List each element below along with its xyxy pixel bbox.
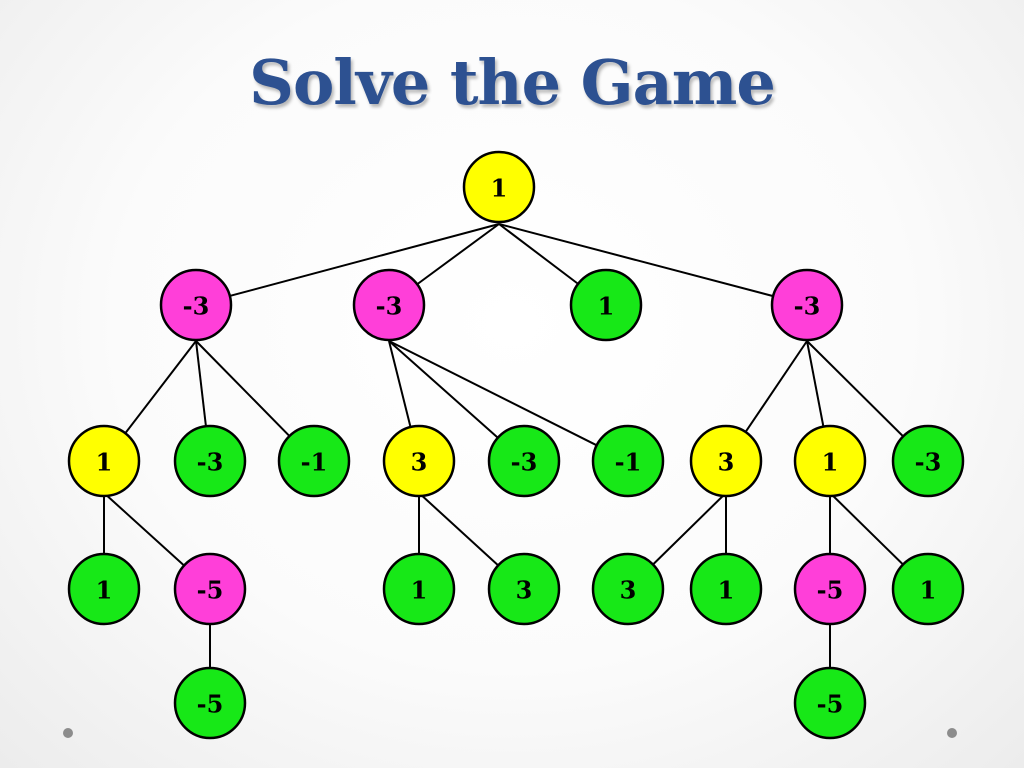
edge-d-d1: [744, 340, 808, 433]
tree-node-d2: 1: [793, 424, 867, 498]
node-value-label: 1: [96, 448, 113, 477]
slide-title: Solve the Game: [249, 46, 776, 119]
edge-b-b3: [388, 340, 598, 447]
node-circle: [689, 552, 763, 626]
node-circle: [173, 666, 247, 740]
node-value-label: 3: [516, 576, 533, 605]
node-circle: [891, 424, 965, 498]
tree-node-d2a1: -5: [793, 666, 867, 740]
node-value-label: -3: [794, 292, 821, 321]
node-value-label: 1: [411, 576, 428, 605]
node-value-label: 1: [491, 174, 508, 203]
node-circle: [487, 424, 561, 498]
node-value-label: 1: [822, 448, 839, 477]
node-circle: [382, 552, 456, 626]
node-value-label: -3: [197, 448, 224, 477]
node-value-label: 1: [96, 576, 113, 605]
node-circle: [487, 552, 561, 626]
edge-b-b2: [388, 340, 499, 439]
node-circle: [770, 268, 844, 342]
node-value-label: -1: [301, 448, 328, 477]
node-circle: [173, 424, 247, 498]
tree-edges: [103, 223, 904, 668]
node-value-label: -1: [615, 448, 642, 477]
edge-a-a2: [195, 340, 207, 427]
tree-node-c: 1: [569, 268, 643, 342]
tree-node-b1b: 3: [487, 552, 561, 626]
tree-node-a1b1: -5: [173, 666, 247, 740]
node-value-label: -3: [511, 448, 538, 477]
node-circle: [173, 552, 247, 626]
edge-root-c: [498, 223, 579, 285]
node-value-label: 3: [411, 448, 428, 477]
corner-dot-left: [63, 728, 73, 738]
node-value-label: 3: [718, 448, 735, 477]
tree-node-a3: -1: [277, 424, 351, 498]
tree-node-d1: 3: [689, 424, 763, 498]
tree-node-d2b: 1: [891, 552, 965, 626]
node-value-label: -5: [197, 576, 224, 605]
tree-node-a: -3: [159, 268, 233, 342]
tree-node-a2: -3: [173, 424, 247, 498]
node-circle: [793, 666, 867, 740]
edge-b-b1: [388, 340, 412, 428]
node-value-label: 1: [718, 576, 735, 605]
edge-d1-d1a: [652, 495, 724, 566]
node-circle: [891, 552, 965, 626]
corner-dot-right: [947, 728, 957, 738]
node-value-label: -5: [817, 576, 844, 605]
tree-node-d1b: 1: [689, 552, 763, 626]
node-value-label: 1: [598, 292, 615, 321]
node-circle: [462, 150, 536, 224]
node-value-label: -3: [915, 448, 942, 477]
tree-node-d1a: 3: [591, 552, 665, 626]
tree-node-b1: 3: [382, 424, 456, 498]
node-value-label: -5: [817, 690, 844, 719]
tree-node-d2a: -5: [793, 552, 867, 626]
tree-node-d3: -3: [891, 424, 965, 498]
edge-root-a: [229, 223, 500, 297]
edge-a-a3: [195, 340, 291, 437]
tree-nodes: 1 -3 -3 1 -3 1 -3 -1 3 -3 -1 3 1 -3 1 -5 1 3 3 1 -5 1 -5 -5: [67, 150, 965, 740]
tree-node-b2: -3: [487, 424, 561, 498]
node-circle: [67, 424, 141, 498]
tree-node-b3: -1: [591, 424, 665, 498]
edge-d-d2: [806, 340, 825, 427]
node-value-label: 1: [920, 576, 937, 605]
node-circle: [67, 552, 141, 626]
node-circle: [569, 268, 643, 342]
edge-b1-b1b: [421, 495, 499, 567]
edge-d2-d2b: [832, 495, 904, 566]
node-circle: [591, 552, 665, 626]
node-circle: [352, 268, 426, 342]
tree-node-b: -3: [352, 268, 426, 342]
tree-node-root: 1: [462, 150, 536, 224]
node-circle: [689, 424, 763, 498]
tree-node-a1b: -5: [173, 552, 247, 626]
node-circle: [382, 424, 456, 498]
node-circle: [159, 268, 233, 342]
node-circle: [793, 552, 867, 626]
tree-node-a1a: 1: [67, 552, 141, 626]
node-value-label: 3: [620, 576, 637, 605]
node-circle: [793, 424, 867, 498]
tree-node-b1a: 1: [382, 552, 456, 626]
tree-node-d: -3: [770, 268, 844, 342]
edge-a1-a1b: [106, 495, 185, 567]
node-value-label: -3: [183, 292, 210, 321]
tree-node-a1: 1: [67, 424, 141, 498]
node-circle: [591, 424, 665, 498]
node-value-label: -5: [197, 690, 224, 719]
node-value-label: -3: [376, 292, 403, 321]
edge-a-a1: [124, 340, 197, 434]
edge-d-d3: [806, 340, 904, 438]
edge-root-b: [416, 223, 500, 286]
node-circle: [277, 424, 351, 498]
edge-root-d: [498, 223, 774, 298]
